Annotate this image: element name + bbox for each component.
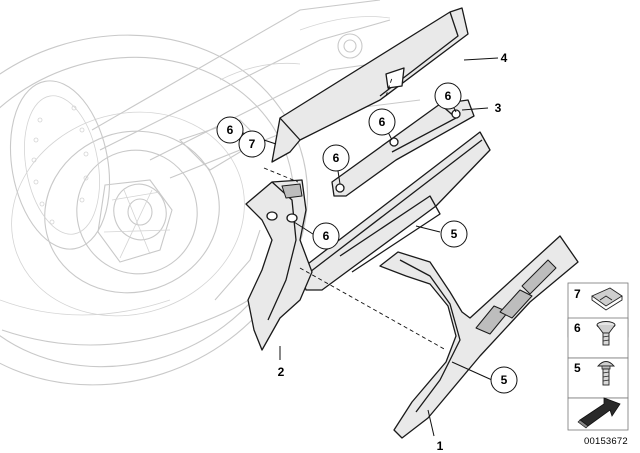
callout-label: 6 (323, 229, 330, 243)
callout-circle: 5 (490, 366, 518, 394)
callout-label: 4 (501, 51, 508, 65)
callout-circle: 6 (312, 222, 340, 250)
ghost-rear-wheel (0, 34, 309, 386)
part-1-lower-chain-guard (379, 235, 579, 439)
legend-number: 7 (574, 287, 581, 301)
callout-label: 2 (278, 365, 285, 379)
callout-label: 5 (451, 227, 458, 241)
callouts: 4 3 6 7 6 6 6 (216, 51, 518, 453)
callout-label: 6 (379, 115, 386, 129)
callout-label: 3 (495, 101, 502, 115)
document-id: 00153672 (584, 436, 628, 447)
callout-circle: 7 (238, 130, 266, 158)
callout-3: 3 (495, 101, 502, 115)
callout-label: 1 (437, 439, 444, 453)
callout-2: 2 (278, 365, 285, 379)
callout-label: 5 (501, 373, 508, 387)
round-head-screw-icon (596, 361, 616, 386)
flat-head-screw-icon (596, 321, 616, 346)
callout-label: 6 (333, 151, 340, 165)
direction-arrow-icon (577, 397, 621, 429)
part-4-upper-chain-guard (271, 7, 469, 163)
callout-circle: 6 (368, 108, 396, 136)
callout-circle: 5 (440, 220, 468, 248)
ghost-swing-arm (0, 0, 421, 346)
legend-number: 6 (574, 321, 581, 335)
callout-circle: 6 (434, 82, 462, 110)
assembly-dashed-lines (263, 77, 447, 351)
callout-4: 4 (501, 51, 508, 65)
legend-number: 5 (574, 361, 581, 375)
callout-label: 6 (227, 123, 234, 137)
callout-label: 7 (249, 137, 256, 151)
fastener-legend: 7 6 5 (567, 282, 629, 431)
callout-label: 6 (445, 89, 452, 103)
callout-circle: 6 (322, 144, 350, 172)
part-lower-rail (299, 131, 491, 291)
callout-1: 1 (437, 439, 444, 453)
part-2-side-cover (245, 179, 313, 351)
callout-circle: 6 (216, 116, 244, 144)
clip-nut-icon (591, 287, 623, 311)
